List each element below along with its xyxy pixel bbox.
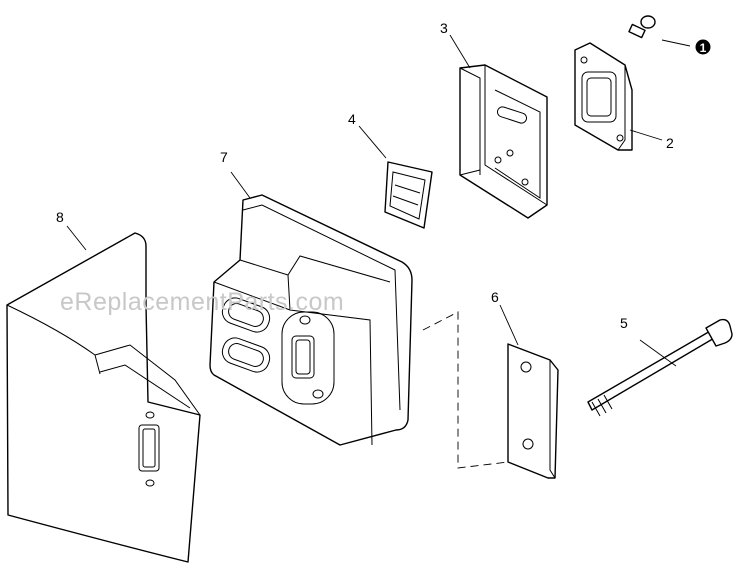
part-7-muffler-body xyxy=(209,194,413,446)
part-4-spark-arrestor-screen xyxy=(384,161,433,229)
callout-5: 5 xyxy=(620,315,628,331)
callout-8: 8 xyxy=(56,209,64,225)
part-2-gasket-plate xyxy=(574,42,633,151)
callout-1-badge xyxy=(695,39,711,55)
watermark-text: eReplacementParts.com xyxy=(60,288,344,316)
callout-3: 3 xyxy=(440,20,448,36)
part-6-spacer-plate xyxy=(507,343,559,479)
callout-7: 7 xyxy=(220,149,228,165)
leader-lines xyxy=(66,34,691,469)
part-5-long-bolt xyxy=(587,318,733,417)
callout-labels: 1 2 3 4 5 6 7 8 xyxy=(56,20,711,331)
part-3-cover-bracket xyxy=(459,64,548,219)
callout-4: 4 xyxy=(348,111,356,127)
part-1-screw xyxy=(628,15,656,39)
callout-2: 2 xyxy=(666,135,674,151)
callout-6: 6 xyxy=(491,289,499,305)
callout-1: 1 xyxy=(700,41,707,55)
part-8-heat-shield xyxy=(6,232,201,563)
